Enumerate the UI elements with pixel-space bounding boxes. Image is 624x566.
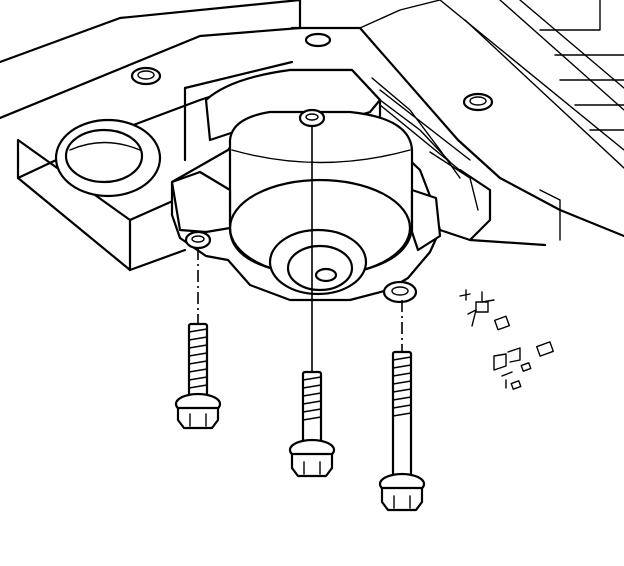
bolt-left [174, 322, 222, 430]
motor-shaft [314, 267, 338, 283]
case-bolt-hole [130, 66, 162, 86]
motor-assembly [170, 68, 461, 304]
motor-output-face [268, 228, 368, 296]
alignment-lines [197, 125, 403, 373]
mount-hole-right [382, 280, 418, 304]
case-bolt-hole [462, 92, 494, 112]
case-bolt-hole [304, 32, 332, 48]
bolt-right [378, 350, 426, 512]
case-bore [54, 118, 162, 198]
transmission-case [0, 0, 624, 272]
mount-hole-top [298, 108, 326, 128]
bolt-center [288, 370, 336, 478]
decorative-marks [459, 289, 554, 390]
mount-hole-left [184, 230, 212, 250]
